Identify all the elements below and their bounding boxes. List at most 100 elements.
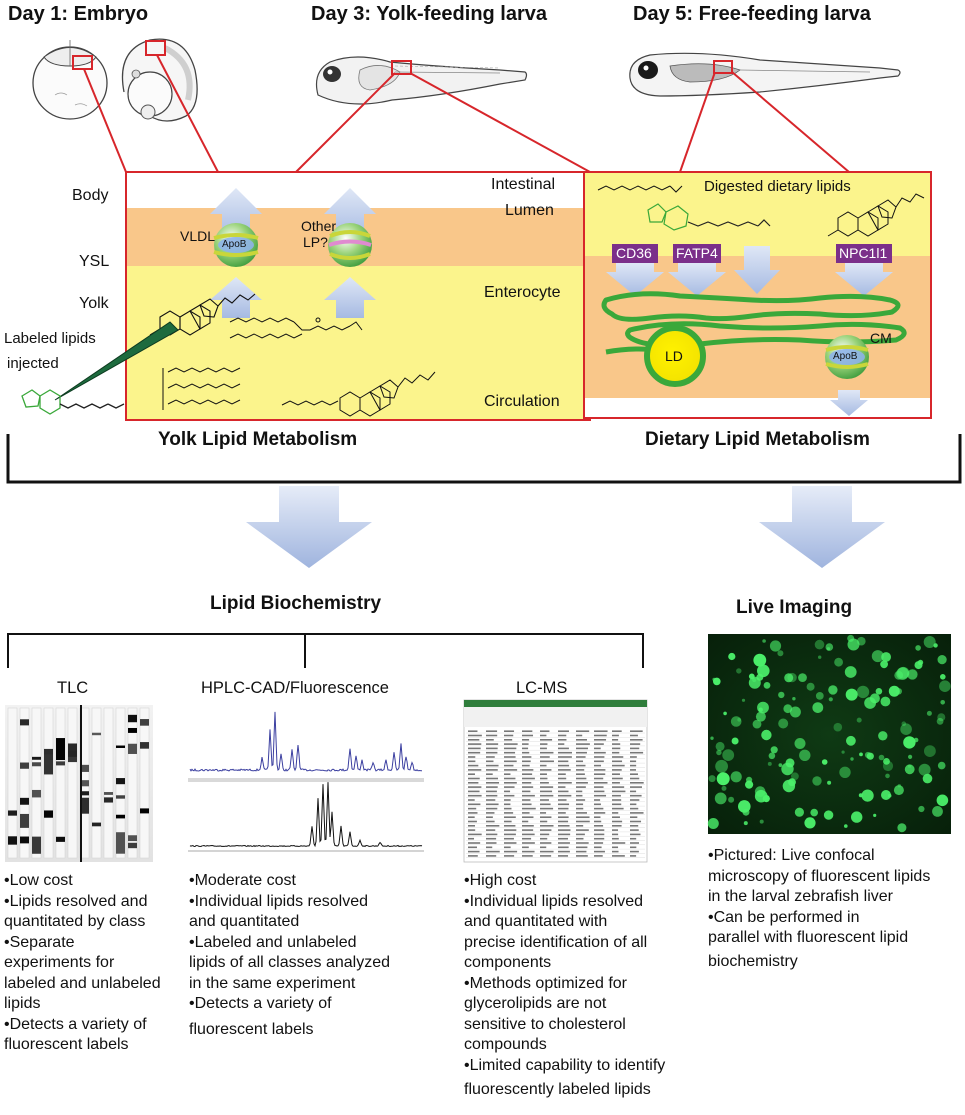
lcms-bullet-line: sensitive to cholesterol [464,1015,626,1033]
label-digested-lipids: Digested dietary lipids [704,178,851,195]
lcms-bullet-line: •Methods optimized for [464,974,628,992]
methods-bracket [7,633,644,668]
arrow-down-fatp4 [668,263,726,296]
tlc-bullet-line: •Detects a variety of [4,1015,147,1033]
tlc-bullet-line: quantitated by class [4,913,146,930]
lcms-bullet-line: •Individual lipids resolved [464,892,644,910]
arrow-up-vldl-top [210,188,262,240]
cholesteryl-ester-structure-icon [281,371,436,417]
sterol-structure-icon [827,193,925,237]
tlc-bullet-line: •Separate [4,933,75,951]
embryo-drawing-2 [121,38,198,122]
label-apob-cm: ApoB [833,351,858,362]
stage-label-day5: Day 5: Free-feeding larva [633,3,871,25]
hplc-chromatogram-image [188,704,424,860]
label-body: Body [72,187,109,204]
label-npc1l1: NPC1l1 [839,245,888,261]
lcms-bullet-line: •High cost [464,872,537,889]
phospholipid-structure-icon [229,317,363,339]
label-yolk: Yolk [79,295,109,312]
tlc-bullet-line: •Lipids resolved and [4,892,148,910]
yolk-panel-title: Yolk Lipid Metabolism [158,429,358,450]
label-enterocyte: Enterocyte [484,284,561,301]
arrow-down-npc1l1 [835,263,893,296]
hplc-bullet-line: •Moderate cost [189,872,296,889]
lcms-bullet-line: fluorescently labeled lipids [464,1081,651,1098]
labeled-fatty-acid-structure-icon [647,203,771,231]
label-circulation: Circulation [484,393,560,410]
imaging-bullet-line: biochemistry [708,952,798,970]
imaging-bullet-line: parallel with fluorescent lipid [708,929,909,946]
yolk-panel [21,171,591,421]
label-ld: LD [665,348,683,364]
arrow-down-circulation [830,390,868,416]
hplc-bullet-line: fluorescent labels [189,1020,314,1038]
label-labeled-lipids: Labeled lipids [4,330,96,347]
stage-label-day1: Day 1: Embryo [8,3,149,25]
other-lp-particle-icon [328,223,372,267]
larva-day3-drawing [315,56,528,105]
stage-label-day3: Day 3: Yolk-feeding larva [311,3,548,25]
larva-day5-drawing [629,52,901,97]
label-other-lp-2: LP? [303,234,328,250]
imaging-bullet-line: in the larval zebrafish liver [708,888,893,905]
big-arrow-right [759,486,885,568]
method-title-hplc: HPLC-CAD/Fluorescence [201,679,389,697]
top-bracket [6,434,962,484]
dietary-panel [583,171,932,419]
dietary-panel-title: Dietary Lipid Metabolism [645,429,870,450]
lcms-bullet-line: and quantitated with [464,913,608,930]
lcms-bullet-line: •Limited capability to identify [464,1056,666,1074]
embryo-drawing-1 [32,40,108,120]
tlc-bullet-line: labeled and unlabeled [4,974,161,992]
tlc-bullet-line: •Low cost [4,872,73,889]
tlc-bullet-line: fluorescent labels [4,1036,129,1053]
label-lumen: Lumen [505,202,554,219]
label-cd36: CD36 [616,245,652,261]
imaging-bullet-line: •Can be performed in [708,908,860,926]
label-injected: injected [7,355,59,372]
arrow-up-vldl-bottom [210,277,262,318]
lcms-bullet-line: components [464,954,552,971]
label-intestinal: Intestinal [491,176,556,193]
hplc-bullet-line: •Labeled and unlabeled [189,933,357,951]
triglyceride-structure-icon [162,367,241,410]
imaging-bullet-line: microscopy of fluorescent lipids [708,867,931,885]
confocal-microscopy-image [707,634,951,834]
method-title-tlc: TLC [57,679,89,697]
npc1l1-transporter-badge [836,244,892,263]
vldl-particle-icon [213,223,259,267]
chylomicron-particle-icon [825,335,869,379]
hplc-bullet-line: lipids of all classes analyzed [189,954,390,971]
section-live-imaging: Live Imaging [736,597,853,618]
label-vldl: VLDL [180,228,216,244]
tlc-bullet-line: lipids [4,995,41,1012]
arrow-up-lp-bottom [324,277,376,318]
hplc-bullet-line: and quantitated [189,913,300,930]
label-apob-vldl: ApoB [222,239,247,250]
section-lipid-biochemistry: Lipid Biochemistry [210,593,382,614]
lcms-bullet-line: glycerolipids are not [464,995,607,1012]
lipid-droplet-icon [644,325,706,387]
arrow-down-middle [734,246,780,294]
zoom-lines [83,54,850,173]
hplc-bullet-list: •Moderate cost •Individual lipids resolv… [189,871,390,1040]
injection-needle-icon [54,321,179,401]
imaging-bullet-line: •Pictured: Live confocal [708,847,875,864]
tlc-bullet-line: experiments for [4,954,115,971]
label-cm: CM [870,330,892,346]
cd36-transporter-badge [612,244,658,263]
label-fatp4: FATP4 [676,245,718,261]
lcms-bullet-line: compounds [464,1036,547,1053]
arrow-up-lp-top [324,188,376,240]
imaging-bullet-list: •Pictured: Live confocal microscopy of f… [708,846,930,972]
fatp4-transporter-badge [673,244,721,263]
label-other-lp-1: Other [301,218,337,234]
lcms-bullet-list: •High cost •Individual lipids resolved a… [464,871,665,1101]
tlc-plate-image [5,705,153,862]
lcms-spreadsheet-image [463,699,648,863]
hplc-bullet-line: •Detects a variety of [189,995,332,1012]
lcms-bullet-line: precise identification of all [464,933,648,951]
arrow-down-cd36 [606,263,664,296]
